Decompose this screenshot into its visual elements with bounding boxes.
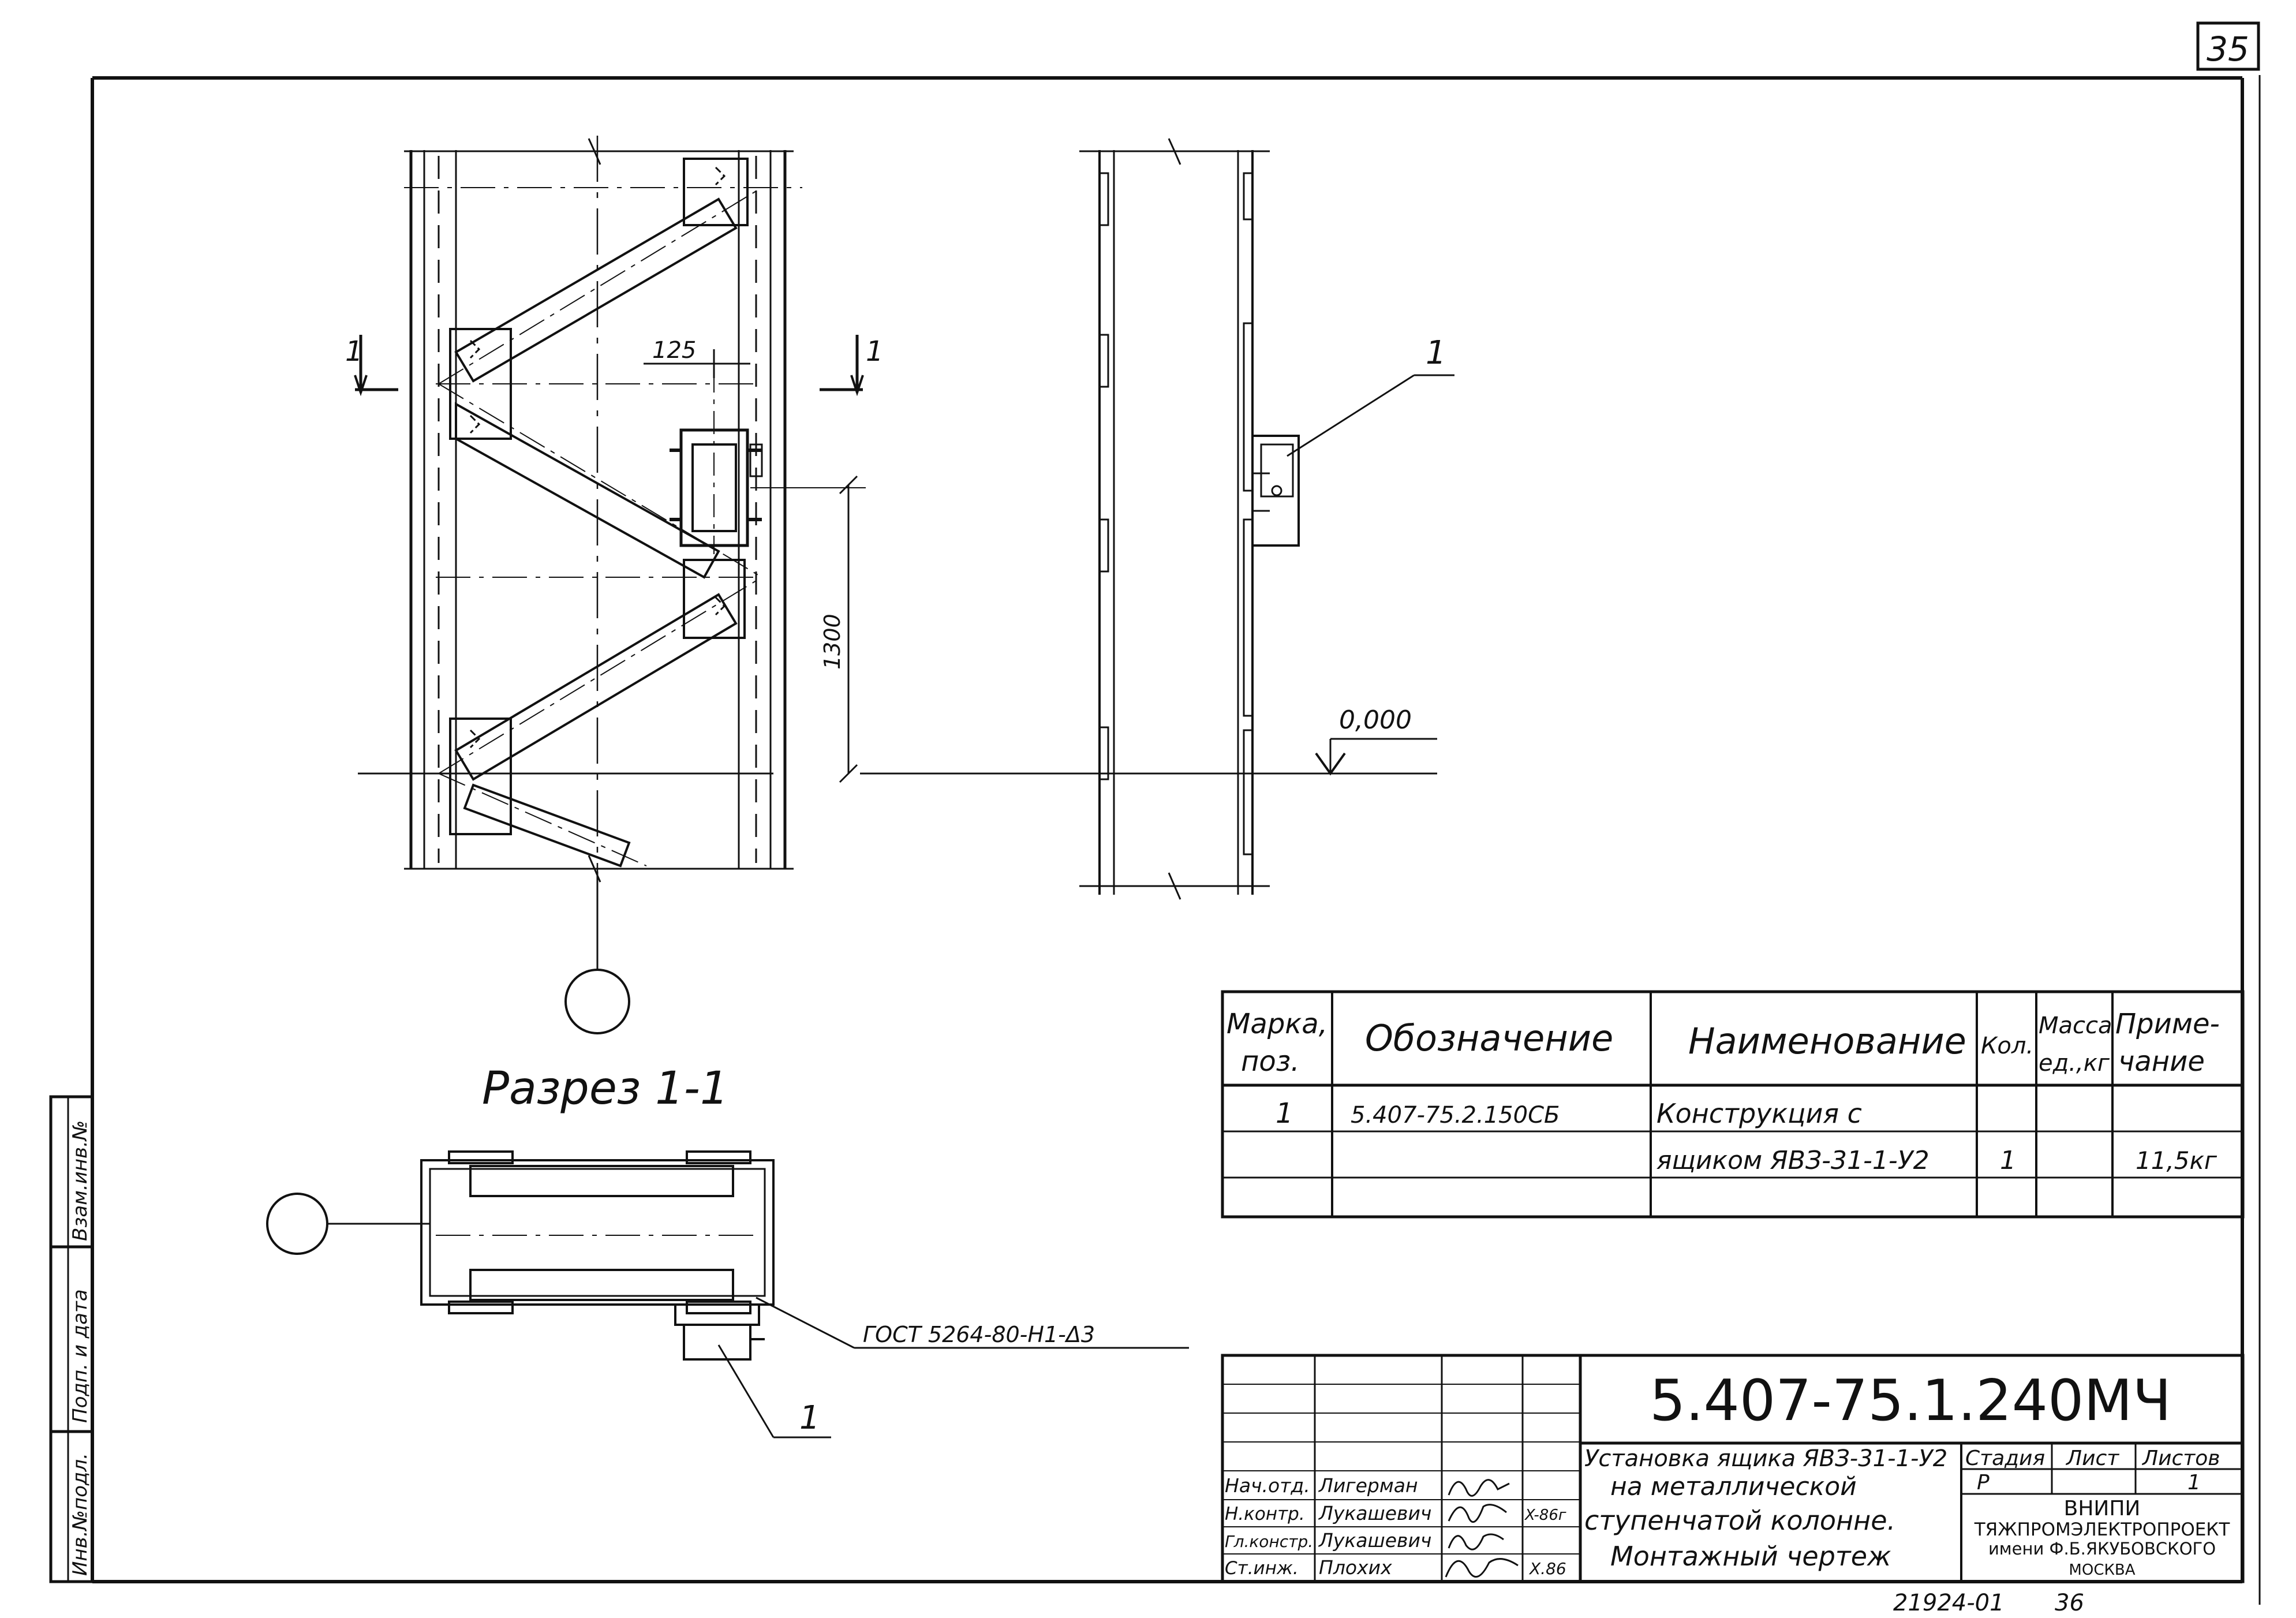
position-callout-section: 1: [799, 1399, 820, 1437]
dimension-125-text: 125: [652, 337, 696, 364]
footer: 21924-01 36: [1893, 1590, 2084, 1616]
position-callout-side: 1: [1287, 334, 1454, 457]
axis-bubble-front: [564, 872, 630, 1034]
role-4-name: Плохих: [1319, 1556, 1392, 1579]
role-1-name: Лигерман: [1318, 1474, 1418, 1497]
spec-row2-qty: 1: [2000, 1146, 2016, 1175]
spec-row2-note: 11,5кг: [2136, 1146, 2218, 1175]
role-2: Н.контр.: [1225, 1504, 1305, 1524]
title-line-4: Монтажный чертеж: [1610, 1541, 1891, 1572]
side-stamp-inventory: Инв.№подл.: [69, 1453, 92, 1576]
section-marker-left-label: 1: [345, 335, 363, 368]
elevation-text: 0,000: [1339, 705, 1412, 735]
spec-header-note: Приме-: [2115, 1008, 2220, 1040]
dimension-1300: 1300: [750, 475, 866, 783]
signature-3: [1448, 1533, 1504, 1550]
side-stamp-replaced: Взам.инв.№: [69, 1120, 92, 1241]
box-front-view: [670, 369, 763, 554]
role-4-date: X.86: [1528, 1559, 1566, 1578]
signature-2: [1448, 1504, 1507, 1523]
position-callout-side-label: 1: [1426, 334, 1446, 372]
signature-4: [1445, 1558, 1519, 1578]
org-line-1: ВНИПИ: [2064, 1497, 2141, 1520]
section-title: Разрез 1-1: [482, 1063, 728, 1115]
sheet-label: Лист: [2065, 1447, 2119, 1470]
title-line-2: на металлической: [1610, 1472, 1857, 1501]
spec-row2-name: ящиком ЯВЗ-31-1-У2: [1656, 1146, 1929, 1175]
signature-1: [1448, 1479, 1510, 1497]
column-front-view: [358, 136, 802, 906]
section-marker-right-label: 1: [866, 335, 884, 368]
role-2-name: Лукашевич: [1318, 1502, 1431, 1524]
spec-header-mass: Масса: [2039, 1012, 2112, 1039]
column-side-view: [1079, 138, 1300, 900]
dimension-125: 125: [644, 337, 750, 378]
org-line-3: имени Ф.Б.ЯКУБОВСКОГО: [1988, 1539, 2216, 1559]
footer-page: 36: [2055, 1590, 2084, 1615]
spec-header-mass2: ед.,кг: [2039, 1050, 2110, 1077]
elevation-mark: 0,000: [860, 705, 1437, 776]
spec-header-note2: чание: [2118, 1045, 2205, 1078]
spec-row1-name: Конструкция с: [1656, 1098, 1862, 1129]
spec-header-qty: Кол.: [1981, 1033, 2033, 1059]
document-code: 5.407-75.1.240МЧ: [1650, 1368, 2171, 1434]
spec-header-name: Наименование: [1688, 1020, 1966, 1062]
stage-value: Р: [1977, 1471, 1990, 1494]
specification-table: Марка, поз. Обозначение Наименование Кол…: [1221, 990, 2245, 1219]
title-line-1: Установка ящика ЯВЗ-31-1-У2: [1584, 1445, 1947, 1472]
stage-label: Стадия: [1965, 1447, 2045, 1470]
role-1: Нач.отд.: [1225, 1474, 1310, 1497]
weld-note: ГОСТ 5264-80-Н1-Δ3: [863, 1322, 1095, 1347]
sheet-number: 35: [2207, 29, 2249, 69]
archive-number: 21924-01: [1893, 1590, 2005, 1615]
spec-row1-designation: 5.407-75.2.150СБ: [1351, 1102, 1560, 1129]
section-marker-right: 1: [820, 335, 884, 397]
spec-header-mark: Марка,: [1226, 1008, 1328, 1040]
section-marker-left: 1: [345, 335, 398, 397]
spec-row1-mark: 1: [1276, 1097, 1293, 1130]
role-3: Гл.констр.: [1225, 1532, 1313, 1551]
org-line-4: МОСКВА: [2069, 1561, 2135, 1579]
org-line-2: ТЯЖПРОМЭЛЕКТРОПРОЕКТ: [1974, 1519, 2231, 1540]
spec-header-designation: Обозначение: [1365, 1017, 1613, 1059]
side-stamp: Взам.инв.№ Подп. и дата Инв.№подл.: [49, 1095, 94, 1583]
sheets-label: Листов: [2141, 1447, 2220, 1470]
role-2-date: X-86г: [1524, 1507, 1566, 1524]
role-3-name: Лукашевич: [1318, 1529, 1431, 1552]
role-4: Ст.инж.: [1225, 1558, 1299, 1579]
side-stamp-signature: Подп. и дата: [69, 1289, 92, 1423]
sheets-value: 1: [2187, 1471, 2201, 1494]
dimension-1300-text: 1300: [820, 614, 845, 670]
sheet-number-box: 35: [2196, 21, 2260, 71]
spec-header-mark2: поз.: [1241, 1045, 1300, 1078]
section-1-1: Разрез 1-1 ГОСТ 5264-80-Н1-Δ3 1: [266, 1063, 1189, 1438]
title-block: 5.407-75.1.240МЧ Установка ящика ЯВЗ-31-…: [1221, 1354, 2245, 1583]
title-line-3: ступенчатой колонне.: [1584, 1505, 1895, 1536]
